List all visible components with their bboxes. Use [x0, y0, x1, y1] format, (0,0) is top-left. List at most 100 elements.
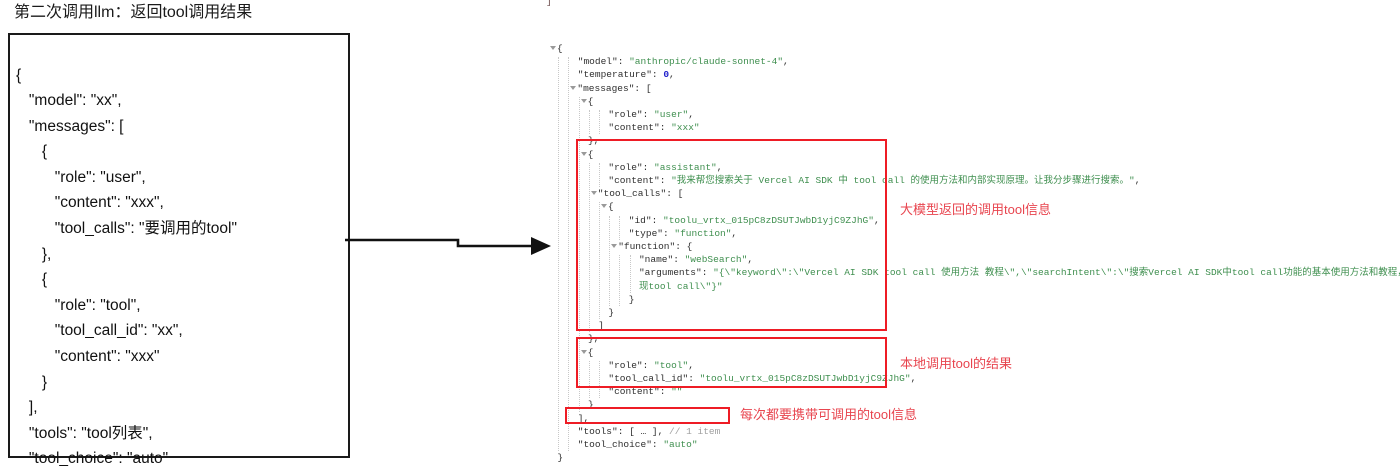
- json-row[interactable]: }: [550, 451, 563, 464]
- indent-guide-line: [599, 202, 600, 320]
- json-token: }: [628, 293, 635, 305]
- json-token: }: [587, 399, 594, 411]
- json-row[interactable]: "id": "toolu_vrtx_015pC8zDSUTJwbD1yjC9ZJ…: [621, 214, 880, 227]
- json-separator: :: [659, 122, 672, 134]
- json-row[interactable]: }: [581, 398, 594, 411]
- json-key: "role": [608, 359, 643, 371]
- indent-guide-line: [599, 360, 600, 399]
- left-request-panel: 第二次调用llm：返回tool调用结果 { "model": "xx", "me…: [0, 0, 360, 467]
- json-token: {: [587, 95, 594, 107]
- json-row[interactable]: "tool_calls": [: [590, 187, 684, 200]
- local-tool-result-callout: 本地调用tool的结果: [900, 356, 1012, 371]
- json-row[interactable]: "name": "webSearch",: [632, 253, 753, 266]
- json-key: "id": [628, 214, 652, 226]
- json-key: "temperature": [577, 69, 652, 81]
- indent-guide-line: [588, 162, 590, 333]
- json-token: },: [587, 135, 600, 147]
- json-row[interactable]: "function": {: [611, 240, 692, 253]
- indent-guide-line: [609, 215, 611, 306]
- json-value: "webSearch": [684, 254, 748, 266]
- json-row[interactable]: "content": "xxx": [601, 121, 699, 134]
- disclosure-triangle-icon[interactable]: [590, 191, 597, 196]
- json-separator: :: [675, 241, 687, 252]
- json-comma: ,: [688, 359, 694, 371]
- json-separator: :: [659, 175, 672, 186]
- json-key: "content": [608, 122, 660, 134]
- json-token: }: [557, 452, 564, 464]
- json-row[interactable]: "role": "tool",: [601, 359, 694, 372]
- json-value: [ … ]: [629, 425, 658, 437]
- disclosure-triangle-icon[interactable]: [580, 349, 587, 354]
- json-key: "name": [638, 254, 674, 266]
- json-row[interactable]: ]: [591, 319, 604, 332]
- json-row[interactable]: 现tool call\"}": [632, 280, 723, 293]
- json-value: "我来帮您搜索关于 Vercel AI SDK 中 tool call 的使用方…: [671, 175, 1135, 186]
- json-value: [: [645, 82, 652, 94]
- disclosure-triangle-icon[interactable]: [570, 85, 577, 90]
- json-row[interactable]: "content": "": [601, 385, 682, 398]
- json-token: },: [587, 333, 600, 345]
- json-row[interactable]: },: [581, 134, 600, 147]
- json-row[interactable]: {: [580, 346, 594, 359]
- json-row[interactable]: {: [580, 95, 594, 108]
- json-separator: :: [659, 386, 672, 398]
- indent-guide-line: [568, 57, 570, 452]
- json-token: {: [557, 43, 563, 54]
- disclosure-triangle-icon[interactable]: [611, 244, 618, 248]
- json-value: "{\"keyword\":\"Vercel AI SDK tool call …: [713, 267, 1400, 279]
- json-row[interactable]: }: [601, 306, 614, 319]
- json-separator: :: [663, 227, 675, 239]
- json-row[interactable]: },: [581, 332, 600, 345]
- json-row[interactable]: "tool_call_id": "toolu_vrtx_015pC8zDSUTJ…: [601, 372, 916, 385]
- json-row[interactable]: }: [621, 293, 635, 306]
- json-viewer-top-stub: ]: [546, 0, 552, 7]
- json-comma: ,: [910, 373, 917, 384]
- json-key: "tools": [577, 425, 618, 437]
- indent-guide-line: [599, 110, 600, 135]
- json-viewer-panel[interactable]: ] { "model": "anthropic/claude-sonnet-4",…: [540, 0, 1400, 467]
- json-row[interactable]: "role": "user",: [601, 108, 694, 121]
- indent-guide-line: [558, 57, 560, 452]
- json-value: [: [677, 188, 684, 200]
- json-row[interactable]: {: [601, 200, 614, 213]
- json-key: "model": [577, 56, 618, 68]
- json-token: ]: [598, 320, 604, 332]
- json-row[interactable]: "arguments": "{\"keyword\":\"Vercel AI S…: [632, 266, 1400, 279]
- json-comma: ,: [716, 161, 723, 173]
- json-value: "assistant": [654, 161, 717, 173]
- json-key: "content": [608, 175, 660, 186]
- left-json-box: { "model": "xx", "messages": [ { "role":…: [8, 33, 350, 467]
- left-panel-title: 第二次调用llm：返回tool调用结果: [14, 4, 253, 21]
- json-row[interactable]: {: [580, 148, 593, 161]
- json-row[interactable]: "temperature": 0,: [570, 68, 675, 81]
- json-comma: ,: [669, 69, 675, 81]
- json-value: 0: [663, 69, 670, 81]
- json-key: "role": [608, 161, 643, 173]
- disclosure-triangle-icon[interactable]: [580, 98, 587, 103]
- json-row[interactable]: "type": "function",: [621, 227, 737, 240]
- json-value: "toolu_vrtx_015pC8zDSUTJwbD1yjC9ZJhG": [699, 373, 911, 384]
- json-row[interactable]: "tools": [ … ], // 1 item: [570, 425, 721, 438]
- disclosure-triangle-icon[interactable]: [550, 46, 556, 50]
- indent-guide-line: [588, 110, 590, 135]
- json-value: {: [686, 241, 693, 252]
- json-comma: ,: [731, 227, 738, 239]
- json-row[interactable]: "messages": [: [570, 82, 652, 95]
- json-row[interactable]: "content": "我来帮您搜索关于 Vercel AI SDK 中 too…: [601, 174, 1140, 187]
- json-value: "function": [674, 227, 732, 239]
- flow-arrow: [345, 237, 551, 255]
- json-row[interactable]: "tool_choice": "auto": [570, 438, 698, 451]
- json-separator: :: [651, 214, 663, 226]
- json-row[interactable]: {: [550, 42, 563, 55]
- json-row[interactable]: "model": "anthropic/claude-sonnet-4",: [570, 55, 789, 68]
- json-separator: :: [617, 425, 630, 437]
- disclosure-triangle-icon[interactable]: [601, 204, 607, 209]
- json-row[interactable]: "role": "assistant",: [601, 161, 722, 174]
- json-separator: :: [688, 373, 700, 384]
- json-token: {: [587, 346, 594, 358]
- json-comma: ,: [747, 254, 754, 266]
- json-comma: ,: [1134, 175, 1141, 186]
- json-row[interactable]: ],: [570, 412, 589, 425]
- json-separator: :: [642, 161, 655, 173]
- disclosure-triangle-icon[interactable]: [580, 151, 587, 156]
